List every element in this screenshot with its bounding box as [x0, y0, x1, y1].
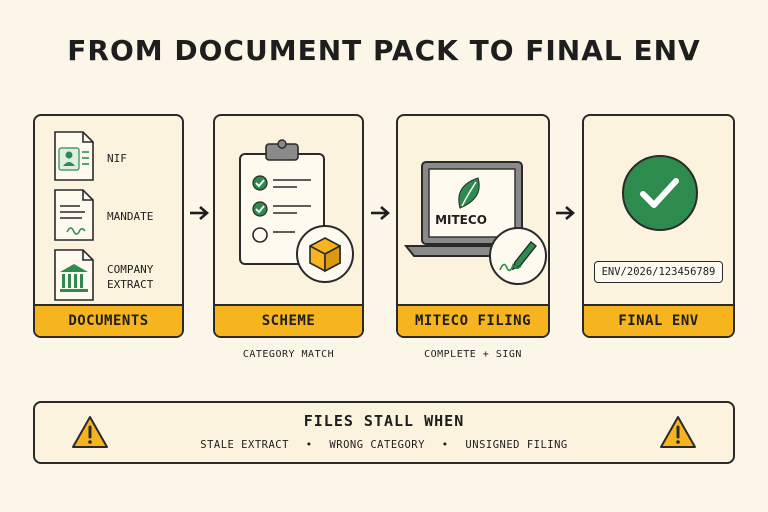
- step-card-miteco-filing: MITECO MITECO FILING: [396, 114, 550, 338]
- final-env-illustration: [622, 155, 698, 231]
- miteco-screen-text: MITECO: [435, 213, 487, 227]
- signed-document-icon: [54, 189, 94, 241]
- step-label-final-env: FINAL ENV: [584, 304, 733, 336]
- caption-category-match: CATEGORY MATCH: [242, 349, 335, 360]
- stall-reasons: STALE EXTRACT • WRONG CATEGORY • UNSIGNE…: [35, 439, 733, 451]
- files-stall-panel: FILES STALL WHEN STALE EXTRACT • WRONG C…: [33, 401, 735, 464]
- stall-reason-stale-extract: STALE EXTRACT: [200, 439, 289, 451]
- step-label-documents: DOCUMENTS: [35, 304, 182, 336]
- pen-signature-icon: [489, 227, 547, 285]
- bank-building-icon: [54, 249, 94, 301]
- separator-dot: •: [441, 439, 449, 451]
- caption-complete-sign: COMPLETE + SIGN: [424, 349, 522, 360]
- stall-title: FILES STALL WHEN: [303, 412, 465, 430]
- id-card-icon: [54, 131, 94, 181]
- check-circle-icon: [622, 155, 698, 231]
- step-card-final-env: ENV/2026/123456789 FINAL ENV: [582, 114, 735, 338]
- leaf-icon: [458, 177, 480, 209]
- miteco-filing-illustration: [403, 161, 547, 285]
- cube-icon: [296, 225, 354, 283]
- warning-icon: [72, 416, 108, 448]
- documents-illustration: [54, 131, 94, 301]
- env-number-box: ENV/2026/123456789: [594, 261, 723, 283]
- step-label-scheme: SCHEME: [215, 304, 362, 336]
- arrow-right-icon: [190, 206, 209, 220]
- arrow-right-icon: [371, 206, 390, 220]
- separator-dot: •: [305, 439, 313, 451]
- warning-icon: [660, 416, 696, 448]
- laptop-icon: [403, 161, 541, 257]
- arrow-right-icon: [556, 206, 575, 220]
- document-label-company-extract: COMPANY EXTRACT: [107, 263, 154, 291]
- scheme-illustration: [239, 139, 354, 283]
- stall-reason-unsigned-filing: UNSIGNED FILING: [465, 439, 568, 451]
- document-label-nif: NIF: [107, 152, 127, 165]
- stall-reason-wrong-category: WRONG CATEGORY: [329, 439, 425, 451]
- step-card-documents: NIF MANDATE COMPANY EXTRACT DOCUMENTS: [33, 114, 184, 338]
- step-card-scheme: SCHEME: [213, 114, 364, 338]
- page-title: FROM DOCUMENT PACK TO FINAL ENV: [67, 34, 701, 67]
- step-label-miteco-filing: MITECO FILING: [398, 304, 548, 336]
- document-label-mandate: MANDATE: [107, 210, 154, 223]
